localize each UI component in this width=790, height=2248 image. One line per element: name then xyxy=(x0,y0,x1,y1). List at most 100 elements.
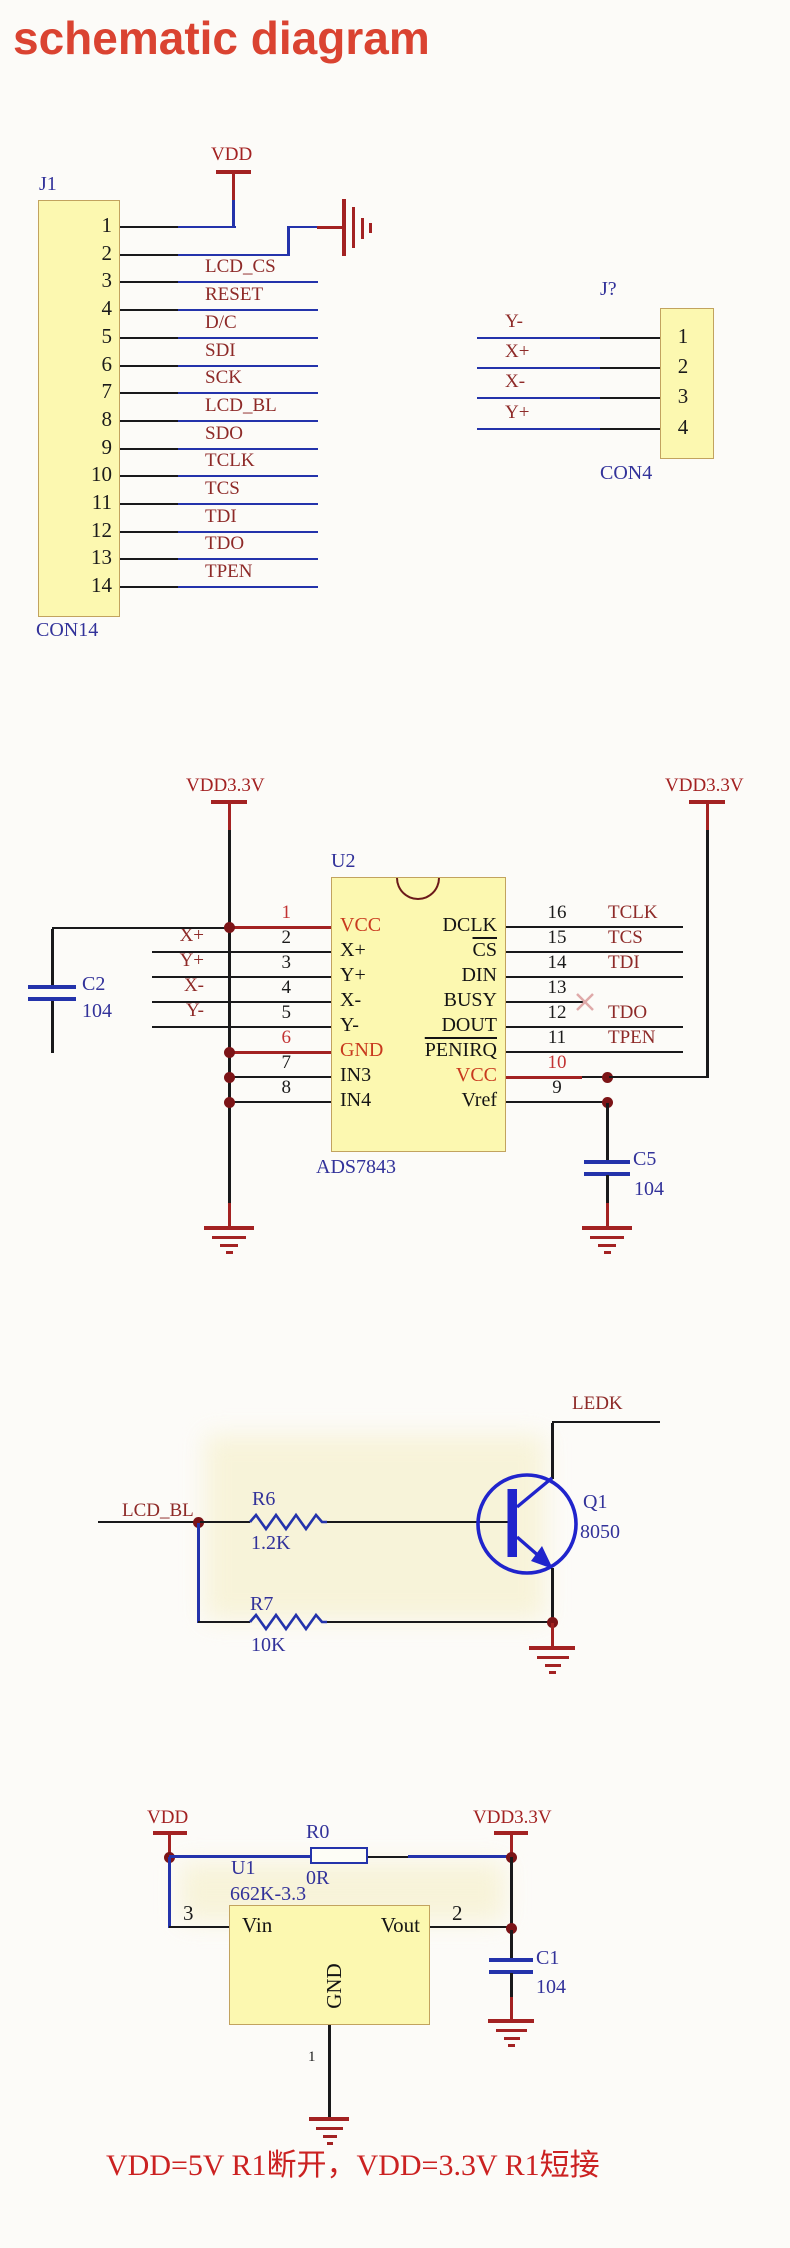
wire xyxy=(178,309,318,311)
wire xyxy=(477,337,600,339)
wire xyxy=(120,337,178,339)
u2-pin-number: 9 xyxy=(552,1077,562,1098)
wire xyxy=(178,475,318,477)
u2-pin-number: 4 xyxy=(281,977,292,998)
j2-pin-number: 2 xyxy=(677,354,689,378)
c5-value: 104 xyxy=(634,1178,664,1200)
j1-connector-body xyxy=(38,200,120,617)
wire xyxy=(178,254,289,256)
wire xyxy=(169,1855,310,1858)
ground-symbol xyxy=(545,1664,561,1667)
ground-symbol xyxy=(504,2037,520,2040)
u2-pin-number: 5 xyxy=(281,1002,292,1023)
ground-symbol xyxy=(323,2135,337,2138)
net-label: SDO xyxy=(205,423,244,444)
u2-pin-name: X+ xyxy=(340,939,366,961)
wire xyxy=(178,365,318,367)
wire xyxy=(178,226,236,228)
power-bar-icon xyxy=(211,800,247,804)
u2-pin-name: CS xyxy=(472,939,497,961)
net-label: X+ xyxy=(505,341,530,362)
u2-pin-number: 2 xyxy=(281,927,292,948)
junction-dot xyxy=(506,1923,517,1934)
wire xyxy=(200,1521,250,1523)
wire xyxy=(477,367,600,369)
wire xyxy=(178,392,318,394)
ground-symbol xyxy=(352,207,355,248)
u1-part: 662K-3.3 xyxy=(230,1883,307,1905)
wire xyxy=(120,503,178,505)
wire xyxy=(228,1203,231,1227)
wire xyxy=(506,1101,609,1103)
wire xyxy=(368,1856,408,1858)
wire xyxy=(477,428,600,430)
vdd33-net-label: VDD3.3V xyxy=(186,775,265,796)
net-label: LCD_BL xyxy=(205,395,277,416)
net-label: TDO xyxy=(608,1002,648,1023)
j1-pin-number: 7 xyxy=(101,379,113,403)
net-label: SDI xyxy=(205,340,236,361)
net-label: X+ xyxy=(179,925,204,946)
net-label: LCD_BL xyxy=(122,1500,194,1521)
wire xyxy=(152,951,331,953)
wire xyxy=(506,1026,683,1028)
r6-value: 1.2K xyxy=(251,1532,291,1554)
wire xyxy=(120,309,178,311)
ground-symbol xyxy=(327,2142,333,2145)
u2-pin-name: PENIRQ xyxy=(424,1039,497,1061)
wire xyxy=(152,1001,331,1003)
u2-pin-name: Y- xyxy=(340,1014,359,1036)
ground-symbol xyxy=(582,1226,632,1230)
u2-pin-number: 8 xyxy=(281,1077,292,1098)
vdd-net-label: VDD xyxy=(211,144,253,165)
wire xyxy=(120,365,178,367)
wire xyxy=(120,558,178,560)
junction-dot xyxy=(602,1072,613,1083)
wire xyxy=(168,1834,171,1858)
wire xyxy=(120,254,178,256)
power-bar-icon xyxy=(153,1831,187,1835)
net-label: TDI xyxy=(205,506,237,527)
wire xyxy=(231,926,331,929)
wire xyxy=(600,337,660,339)
resistor-r6-icon xyxy=(249,1512,327,1532)
u2-pin-number: 10 xyxy=(547,1052,567,1073)
page-title: schematic diagram xyxy=(13,12,430,64)
wire xyxy=(510,1834,513,1857)
net-label: X- xyxy=(505,371,526,392)
u2-pin-number: 11 xyxy=(547,1027,567,1048)
net-label: SCK xyxy=(205,367,242,388)
ground-symbol xyxy=(508,2044,515,2047)
wire xyxy=(228,830,231,928)
power-bar-icon xyxy=(689,800,725,804)
wire xyxy=(168,1857,171,1928)
wire xyxy=(231,1101,331,1103)
ground-symbol xyxy=(212,1236,246,1239)
wire xyxy=(552,1421,660,1423)
u2-pin-number: 3 xyxy=(281,952,292,973)
net-label: Y+ xyxy=(505,402,530,423)
wire xyxy=(606,1103,609,1160)
resistor-r0-body xyxy=(310,1847,368,1864)
wire xyxy=(506,926,683,928)
wire xyxy=(120,531,178,533)
j1-pin-number: 4 xyxy=(101,296,113,320)
junction-dot xyxy=(224,1047,235,1058)
u1-pin-name: GND xyxy=(321,1963,346,2009)
ground-symbol xyxy=(309,2117,349,2121)
wire xyxy=(120,586,178,588)
j1-designator: J1 xyxy=(39,173,57,195)
j2-footprint: CON4 xyxy=(600,462,653,484)
wire xyxy=(600,428,660,430)
npn-transistor-icon xyxy=(476,1473,578,1575)
wire xyxy=(600,367,660,369)
wire xyxy=(228,928,231,1203)
j1-pin-number: 11 xyxy=(91,490,112,514)
resistor-r7-icon xyxy=(249,1612,327,1632)
u1-designator: U1 xyxy=(231,1857,256,1879)
j1-pin-number: 3 xyxy=(101,268,113,292)
wire xyxy=(606,1175,609,1203)
j1-pin-number: 13 xyxy=(91,545,112,569)
wire xyxy=(551,1623,554,1647)
